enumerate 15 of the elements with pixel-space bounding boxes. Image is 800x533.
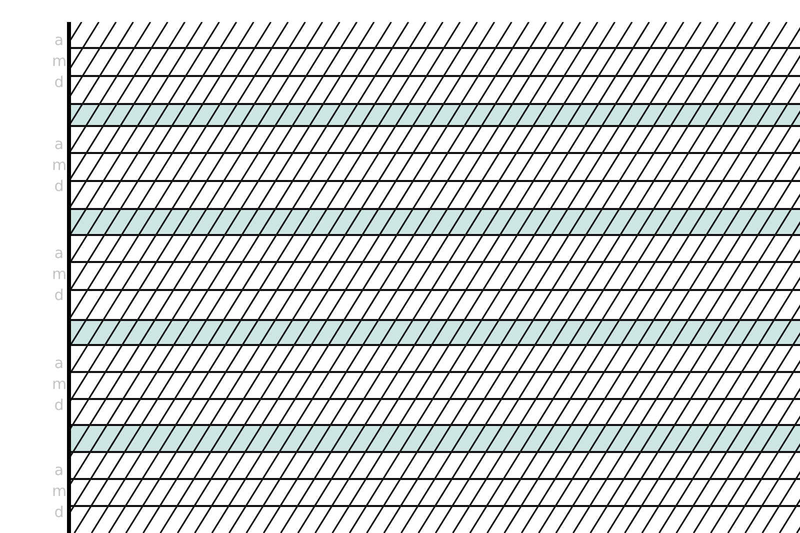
guide-letter: m [52,376,66,393]
guide-letter: d [53,287,65,304]
guide-letter: d [53,397,65,414]
guide-letter: a [53,136,65,153]
guide-letter: a [53,462,65,479]
guide-letter: d [53,178,65,195]
guide-letter: m [52,266,66,283]
guide-letter: a [53,245,65,262]
guide-letter: a [53,32,65,49]
guide-letter: m [52,483,66,500]
guide-letter: m [52,157,66,174]
guide-letter: d [53,504,65,521]
guide-letter: m [52,53,66,70]
guide-letter: d [53,74,65,91]
guide-letter: a [53,355,65,372]
